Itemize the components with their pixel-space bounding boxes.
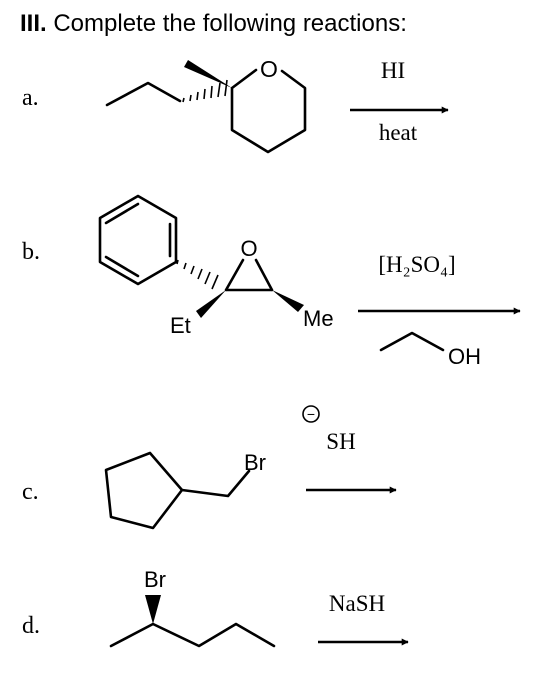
reaction-d: d. Br NaSH <box>22 567 409 648</box>
butyl-chain <box>109 622 276 648</box>
question-title: III. Complete the following reactions: <box>20 10 407 38</box>
reaction-b-molecule: O Et Me <box>98 194 334 338</box>
ethanol-hydroxyl-label: OH <box>448 344 481 369</box>
condition-heat: heat <box>379 120 418 145</box>
negative-charge-icon <box>302 405 320 423</box>
ethyl-wedge <box>196 290 226 318</box>
reaction-b: b. O Et Me [H₂SO₄] <box>22 194 521 369</box>
reagent-hi: HI <box>381 58 405 83</box>
bromine-wedge <box>145 595 161 624</box>
hashed-bond <box>182 79 228 103</box>
reaction-a-label: a. <box>22 85 39 111</box>
reaction-d-conditions: NaSH <box>318 591 409 646</box>
propyl-chain <box>105 81 182 107</box>
question-text: Complete the following reactions: <box>53 10 407 37</box>
reaction-c-label: c. <box>22 479 39 505</box>
reagent-nash: NaSH <box>329 591 385 616</box>
bromine-label: Br <box>244 450 266 475</box>
reaction-a-conditions: HI heat <box>350 58 449 145</box>
ethanol-chain <box>379 331 445 352</box>
reaction-c-conditions: − SH <box>302 405 397 494</box>
bromine-label: Br <box>144 567 166 592</box>
oxane-ring <box>230 68 307 154</box>
methyl-wedge <box>184 60 232 88</box>
ethyl-label: Et <box>170 313 191 338</box>
methyl-label: Me <box>303 306 334 331</box>
reaction-a-molecule: O <box>105 56 307 154</box>
reaction-b-conditions: [H₂SO₄] OH <box>358 252 521 369</box>
ring-oxygen-label: O <box>260 56 278 82</box>
reaction-d-molecule: Br <box>109 567 276 648</box>
benzene-double-bonds <box>104 202 172 278</box>
reaction-c-molecule: Br <box>104 450 266 530</box>
benzene-ring <box>98 194 178 286</box>
epoxide-ring <box>224 258 274 292</box>
epoxide-oxygen-label: O <box>240 236 257 261</box>
question-number: III. <box>20 10 47 37</box>
reagent-hydrosulfide: SH <box>326 429 355 454</box>
negative-charge-sign: − <box>307 406 315 422</box>
reaction-c: c. Br − SH <box>22 405 397 530</box>
reaction-b-label: b. <box>22 239 40 265</box>
reaction-d-label: d. <box>22 613 40 639</box>
reaction-a: a. O HI heat <box>22 56 449 154</box>
methyl-wedge <box>272 290 304 312</box>
phenyl-hashed-bond <box>176 259 219 290</box>
bromomethyl-chain <box>180 469 251 498</box>
cyclopentane-ring <box>104 451 184 530</box>
reagent-sulfuric-acid: [H₂SO₄] <box>378 252 455 277</box>
